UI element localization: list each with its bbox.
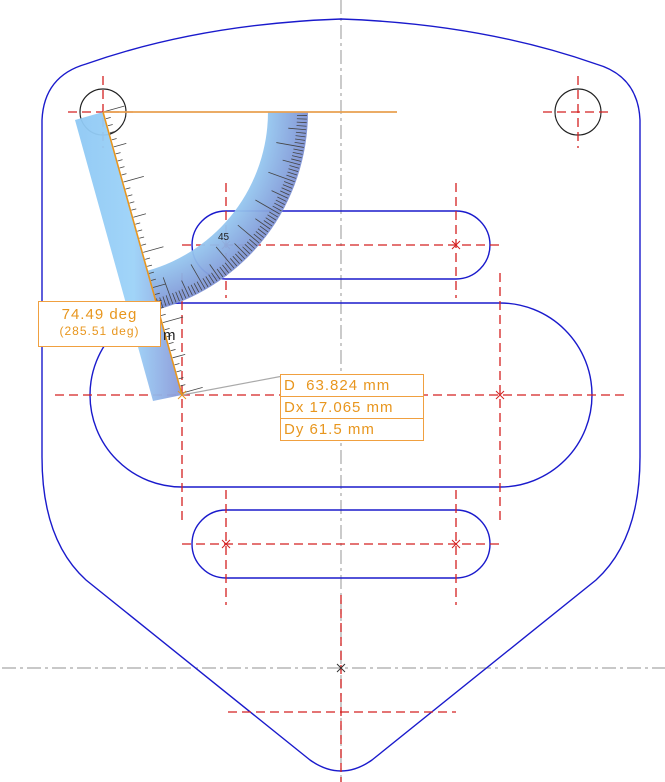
ruler-tool[interactable] (75, 105, 203, 401)
distance-dx: Dx 17.065 mm (281, 397, 423, 419)
protractor-arc[interactable] (147, 112, 308, 310)
center-marks (221, 240, 505, 673)
stray-glyph: m (163, 327, 176, 344)
angle-supplementary: (285.51 deg) (59, 324, 140, 338)
upper-slot[interactable] (191, 210, 491, 280)
distance-d: D 63.824 mm (281, 375, 423, 397)
protractor-tick-label: 45 (218, 232, 230, 243)
part-outline[interactable] (41, 18, 641, 772)
ruler-body[interactable] (75, 112, 182, 401)
measurement-lines (102, 111, 397, 400)
distance-measurement-label: D 63.824 mm Dx 17.065 mm Dy 61.5 mm (280, 374, 424, 441)
angle-measurement-label: 74.49 deg (285.51 deg) (38, 301, 161, 347)
distance-dy: Dy 61.5 mm (284, 421, 375, 438)
ruler-ticks (103, 105, 203, 394)
angle-primary: 74.49 deg (61, 306, 138, 323)
